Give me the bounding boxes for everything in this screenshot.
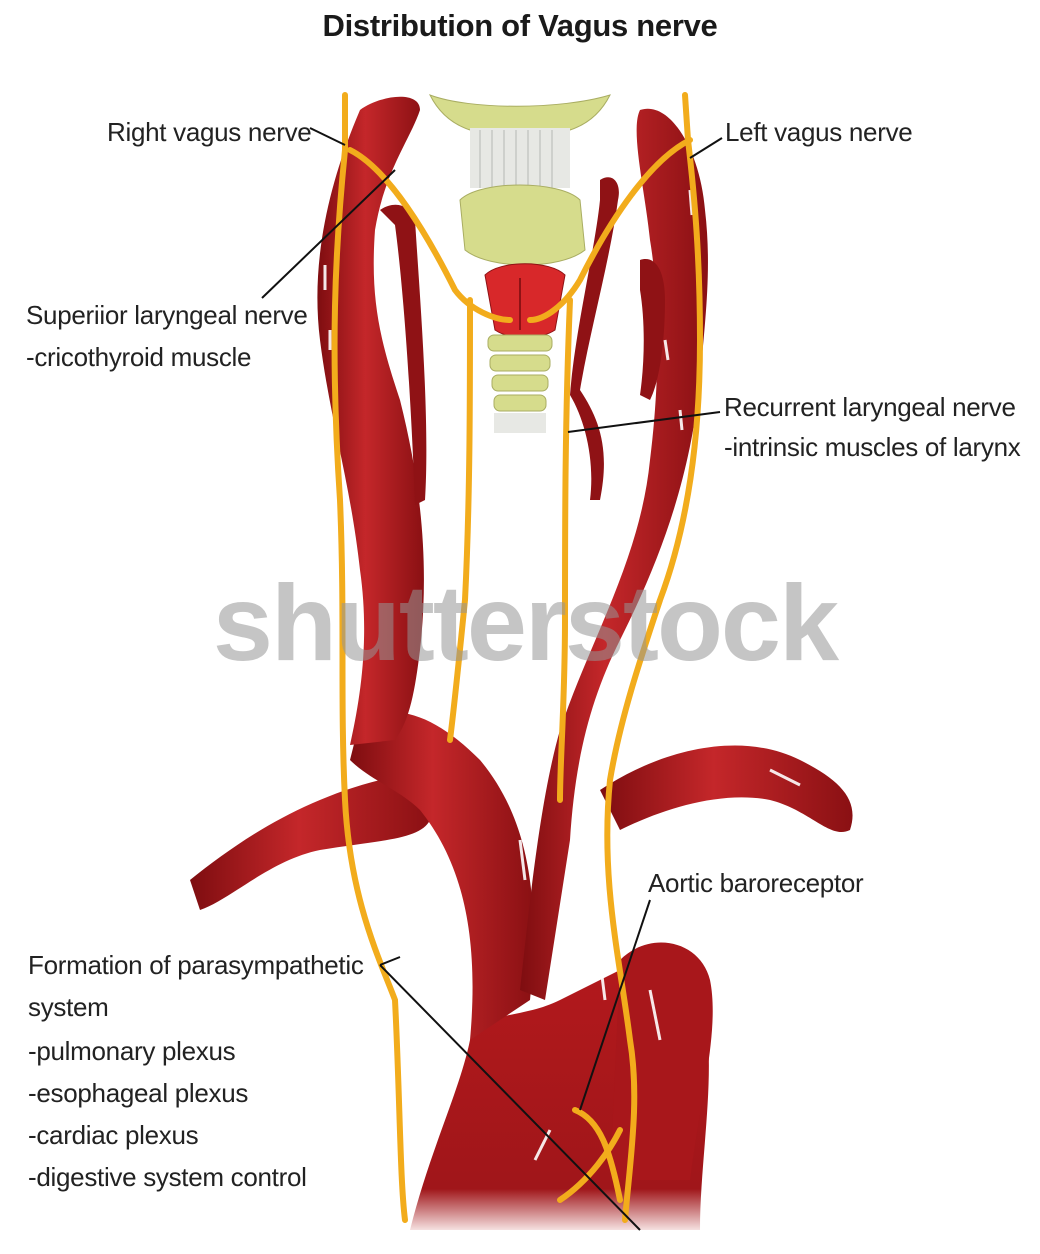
- left-subclavian-artery: [600, 746, 853, 832]
- leader-right-vagus: [310, 128, 345, 145]
- label-digestive-system-control: -digestive system control: [28, 1162, 307, 1192]
- label-esophageal-plexus: -esophageal plexus: [28, 1078, 248, 1108]
- label-parasympathetic-1: Formation of parasympathetic: [28, 950, 364, 980]
- label-recurrent-laryngeal-nerve: Recurrent laryngeal nerve: [724, 392, 1016, 422]
- larynx: [430, 95, 610, 433]
- label-pulmonary-plexus: -pulmonary plexus: [28, 1036, 235, 1066]
- label-left-vagus-nerve: Left vagus nerve: [725, 117, 912, 147]
- label-right-vagus-nerve: Right vagus nerve: [107, 117, 311, 147]
- label-cricothyroid-muscle: -cricothyroid muscle: [26, 342, 251, 372]
- label-intrinsic-muscles-larynx: -intrinsic muscles of larynx: [724, 432, 1020, 462]
- diagram-title: Distribution of Vagus nerve: [0, 8, 1040, 44]
- label-cardiac-plexus: -cardiac plexus: [28, 1120, 198, 1150]
- right-subclavian-artery: [190, 777, 433, 910]
- label-superior-laryngeal-nerve: Superiior laryngeal nerve: [26, 300, 308, 330]
- label-aortic-baroreceptor: Aortic baroreceptor: [648, 868, 863, 898]
- label-parasympathetic-2: system: [28, 992, 109, 1022]
- watermark: shutterstock: [200, 560, 850, 685]
- brachiocephalic-trunk: [350, 712, 533, 1040]
- aorta: [410, 943, 713, 1230]
- leader-left-vagus: [690, 138, 722, 158]
